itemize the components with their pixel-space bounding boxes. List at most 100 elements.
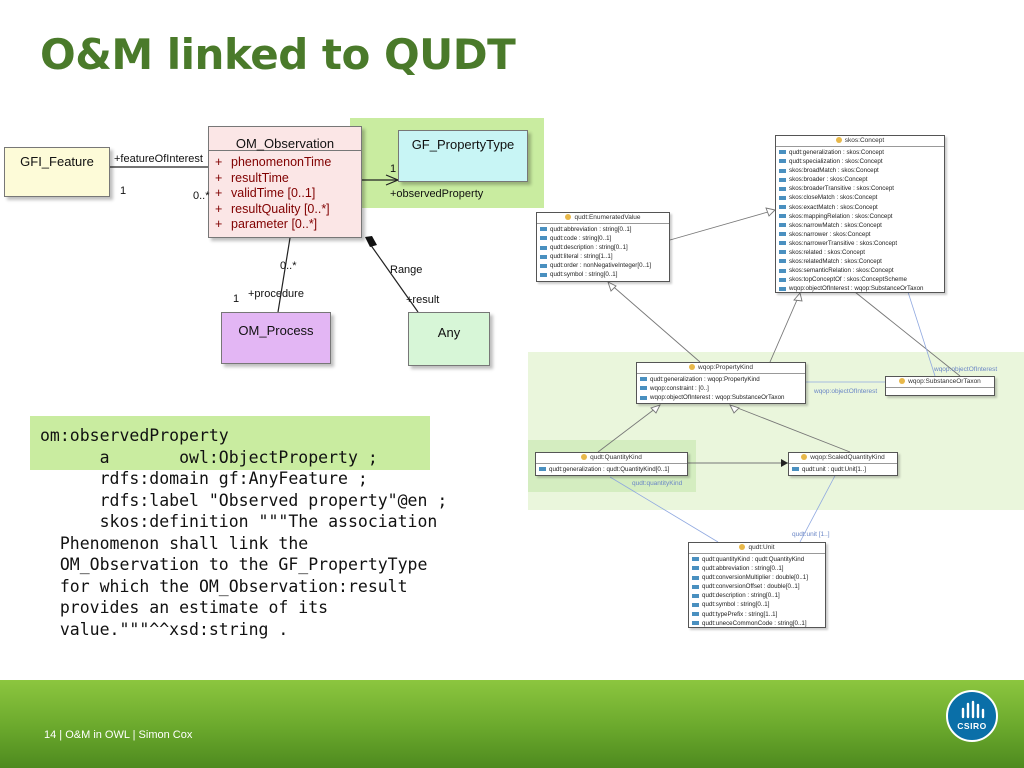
- label-feature-of-interest: +featureOfInterest: [114, 153, 203, 165]
- attribute-icon: [692, 557, 699, 562]
- class-enumerated-value: qudt:EnumeratedValue qudt:abbreviation :…: [536, 212, 670, 282]
- attribute-row: qudt:generalization : skos:Concept: [779, 148, 941, 157]
- attribute-row: wqop:objectOfInterest : wqop:SubstanceOr…: [640, 393, 802, 402]
- class-scaled-quantity-kind-name: wqop:ScaledQuantityKind: [789, 453, 897, 464]
- attribute-icon: [640, 377, 647, 382]
- footer-text: 14 | O&M in OWL | Simon Cox: [44, 729, 193, 741]
- label-procedure: +procedure: [248, 288, 304, 300]
- attribute-row: wqop:constraint : [0..]: [640, 384, 802, 393]
- attribute-icon: [540, 272, 547, 277]
- attribute-icon: [540, 263, 547, 268]
- class-any: Any: [408, 312, 490, 366]
- scaled-quantity-kind-attributes: qudt:unit : qudt:Unit[1..]: [789, 464, 897, 475]
- turtle-code: om:observedProperty a owl:ObjectProperty…: [40, 425, 447, 640]
- attribute-row: qudt:description : string[0..1]: [692, 591, 822, 600]
- class-om-process: OM_Process: [221, 312, 331, 364]
- attribute-row: skos:exactMatch : skos:Concept: [779, 203, 941, 212]
- attribute-icon: [692, 602, 699, 607]
- attribute-icon: [640, 386, 647, 391]
- attribute-row: qudt:symbol : string[0..1]: [692, 600, 822, 609]
- class-icon: [565, 214, 572, 221]
- attribute-row: qudt:unit : qudt:Unit[1..]: [792, 465, 894, 474]
- attribute-icon: [779, 286, 786, 291]
- attribute-row: qudt:description : string[0..1]: [540, 243, 666, 252]
- code-body: rdfs:domain gf:AnyFeature ; rdfs:label "…: [59, 469, 448, 639]
- attribute-row: skos:broadMatch : skos:Concept: [779, 166, 941, 175]
- attribute-row: skos:narrower : skos:Concept: [779, 230, 941, 239]
- skos-concept-attributes: qudt:generalization : skos:Concept qudt:…: [776, 147, 944, 295]
- attribute-row: skos:broaderTransitive : skos:Concept: [779, 184, 941, 193]
- highlight-code: [30, 416, 430, 470]
- label-feature-observation-multiplicity: 0..*: [193, 190, 210, 202]
- attribute-row: qudt:quantityKind : qudt:QuantityKind: [692, 555, 822, 564]
- attribute-icon: [540, 227, 547, 232]
- attribute-row: qudt:order : nonNegativeInteger[0..1]: [540, 261, 666, 270]
- class-icon: [801, 454, 808, 461]
- property-kind-attributes: qudt:generalization : wqop:PropertyKind …: [637, 374, 805, 403]
- attribute-row: qudt:abbreviation : string[0..1]: [692, 564, 822, 573]
- attribute-row: skos:closeMatch : skos:Concept: [779, 193, 941, 202]
- attribute-icon: [779, 250, 786, 255]
- attribute-icon: [692, 593, 699, 598]
- attribute-row: qudt:generalization : qudt:QuantityKind[…: [539, 465, 684, 474]
- class-icon: [835, 137, 842, 144]
- class-skos-concept: skos:Concept qudt:generalization : skos:…: [775, 135, 945, 293]
- code-line-subject: om:observedProperty: [40, 426, 229, 445]
- attribute-row: +resultTime: [215, 170, 289, 185]
- attribute-icon: [779, 223, 786, 228]
- class-any-name: Any: [437, 325, 461, 340]
- attribute-icon: [779, 277, 786, 282]
- attribute-row: skos:narrowMatch : skos:Concept: [779, 221, 941, 230]
- class-gfi-feature: GFI_Feature: [4, 147, 110, 197]
- attribute-row: qudt:code : string[0..1]: [540, 234, 666, 243]
- attribute-row: +validTime [0..1]: [215, 186, 316, 200]
- class-property-kind: wqop:PropertyKind qudt:generalization : …: [636, 362, 806, 404]
- attribute-icon: [692, 575, 699, 580]
- attribute-icon: [779, 159, 786, 164]
- class-substance-or-taxon-name: wqop:SubstanceOrTaxon: [886, 377, 994, 388]
- class-gf-property-type: GF_PropertyType: [398, 130, 528, 182]
- class-icon: [581, 454, 588, 461]
- attribute-row: qudt:typePrefix : string[1..1]: [692, 610, 822, 619]
- code-line-type: a owl:ObjectProperty ;: [40, 447, 378, 467]
- attribute-icon: [692, 611, 699, 616]
- attribute-icon: [779, 168, 786, 173]
- label-object-of-interest: wqop:objectOfInterest: [814, 388, 878, 395]
- attribute-row: qudt:generalization : wqop:PropertyKind: [640, 375, 802, 384]
- enumerated-value-attributes: qudt:abbreviation : string[0..1] qudt:co…: [537, 224, 669, 281]
- attribute-row: skos:mappingRelation : skos:Concept: [779, 212, 941, 221]
- attribute-icon: [779, 268, 786, 273]
- attribute-icon: [540, 236, 547, 241]
- attribute-icon: [792, 467, 799, 472]
- attribute-icon: [779, 232, 786, 237]
- class-unit-name: qudt:Unit: [689, 543, 825, 554]
- attribute-icon: [779, 259, 786, 264]
- class-om-observation-name: OM_Observation: [235, 136, 335, 151]
- class-icon: [899, 378, 906, 385]
- class-quantity-kind-name: qudt:QuantityKind: [536, 453, 687, 464]
- attribute-row: qudt:abbreviation : string[0..1]: [540, 225, 666, 234]
- attribute-row: qudt:specialization : skos:Concept: [779, 157, 941, 166]
- attribute-icon: [539, 467, 546, 472]
- footer-band: [0, 680, 1024, 768]
- slide-title: O&M linked to QUDT: [40, 30, 516, 79]
- csiro-logo: CSIRO: [946, 690, 998, 742]
- attribute-row: +resultQuality [0..*]: [215, 201, 330, 216]
- attribute-icon: [692, 621, 699, 626]
- attribute-row: qudt:literal : string[1..1]: [540, 252, 666, 261]
- attribute-row: qudt:uneceCommonCode : string[0..1]: [692, 619, 822, 628]
- label-unit: qudt:unit [1..]: [792, 531, 830, 538]
- quantity-kind-attributes: qudt:generalization : qudt:QuantityKind[…: [536, 464, 687, 475]
- label-procedure-multiplicity: 1: [233, 293, 240, 305]
- class-skos-concept-name: skos:Concept: [776, 136, 944, 147]
- class-om-observation: OM_Observation +phenomenonTime +resultTi…: [208, 126, 362, 238]
- class-enumerated-value-name: qudt:EnumeratedValue: [537, 213, 669, 224]
- attribute-row: skos:broader : skos:Concept: [779, 175, 941, 184]
- attribute-row: skos:related : skos:Concept: [779, 248, 941, 257]
- class-gfi-feature-name: GFI_Feature: [20, 154, 94, 169]
- attribute-row: qudt:conversionOffset : double[0..1]: [692, 582, 822, 591]
- attribute-icon: [540, 254, 547, 259]
- attribute-row: +phenomenonTime: [215, 155, 332, 169]
- attribute-row: skos:narrowerTransitive : skos:Concept: [779, 239, 941, 248]
